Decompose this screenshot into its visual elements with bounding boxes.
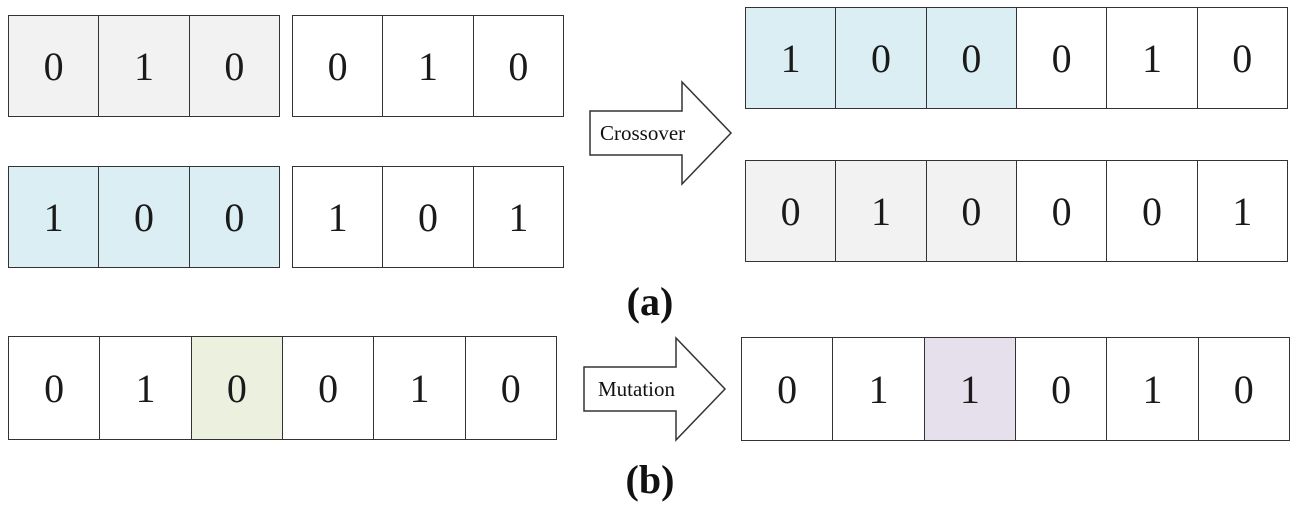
- post-mutation-chromosome: 0 1 1 0 1 0: [741, 337, 1290, 441]
- gene-cell: 0: [1106, 161, 1196, 261]
- gene-cell: 0: [281, 337, 373, 439]
- gene-cell: 1: [99, 337, 190, 439]
- gene-cell: 0: [188, 16, 279, 116]
- gene-cell: 1: [9, 167, 99, 267]
- gene-cell: 0: [464, 337, 556, 439]
- offspring2-chromosome: 0 1 0 0 0 1: [745, 160, 1288, 262]
- crossover-arrow: Crossover: [588, 80, 734, 186]
- gene-cell: 0: [746, 161, 836, 261]
- gene-cell: 1: [923, 338, 1015, 440]
- gene-cell: 1: [1196, 161, 1287, 261]
- gene-cell: 0: [835, 8, 926, 108]
- gene-cell: 1: [373, 337, 464, 439]
- mutation-arrow: Mutation: [582, 336, 728, 442]
- gene-cell: 0: [1197, 338, 1289, 440]
- parent2-segment-1: 1 0 0: [8, 166, 280, 268]
- parent2-segment-2: 1 0 1: [292, 166, 564, 268]
- gene-cell: 0: [925, 8, 1016, 108]
- gene-cell: 0: [190, 337, 282, 439]
- gene-cell: 0: [777, 366, 798, 412]
- gene-cell: 0: [9, 16, 99, 116]
- gene-cell: 0: [925, 161, 1016, 261]
- gene-cell: 0: [1196, 8, 1287, 108]
- mutation-label: Mutation: [598, 376, 675, 401]
- gene-cell: 1: [327, 194, 348, 240]
- caption-b: (b): [625, 457, 675, 502]
- gene-cell: 0: [98, 167, 189, 267]
- gene-cell: 0: [327, 43, 348, 89]
- gene-cell: 1: [746, 8, 836, 108]
- gene-cell: 0: [382, 167, 472, 267]
- gene-cell: 1: [98, 16, 189, 116]
- crossover-label: Crossover: [600, 120, 686, 145]
- gene-cell: 0: [1015, 8, 1106, 108]
- parent1-segment-2: 0 1 0: [292, 15, 564, 117]
- gene-cell: 1: [832, 338, 923, 440]
- gene-cell: 0: [1015, 161, 1106, 261]
- pre-mutation-chromosome: 0 1 0 0 1 0: [8, 336, 557, 440]
- gene-cell: 1: [1106, 8, 1196, 108]
- right-arrow-icon: [589, 80, 733, 186]
- gene-cell: 1: [835, 161, 926, 261]
- gene-cell: 0: [44, 365, 65, 411]
- gene-cell: 1: [382, 16, 472, 116]
- gene-cell: 0: [1014, 338, 1106, 440]
- parent1-segment-1: 0 1 0: [8, 15, 280, 117]
- offspring1-chromosome: 1 0 0 0 1 0: [745, 7, 1288, 109]
- right-arrow-icon: [583, 336, 727, 442]
- gene-cell: 0: [188, 167, 279, 267]
- gene-cell: 1: [1106, 338, 1197, 440]
- gene-cell: 1: [472, 167, 563, 267]
- caption-a: (a): [626, 279, 674, 324]
- gene-cell: 0: [472, 16, 563, 116]
